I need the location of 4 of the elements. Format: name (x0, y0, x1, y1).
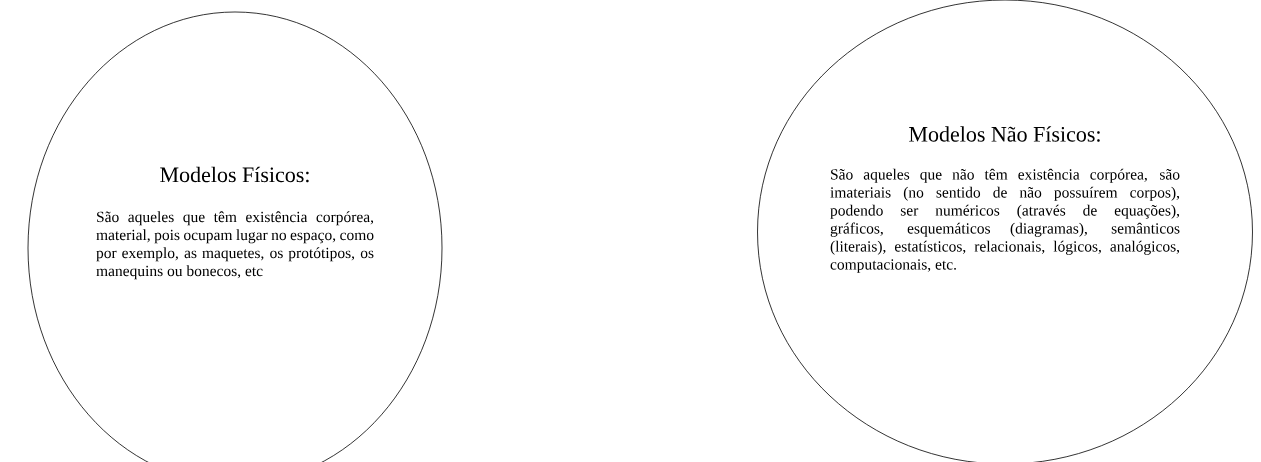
heading: Modelos Não Físicos: (909, 126, 1100, 142)
description: São aqueles que não têm existência corpórea, são imateriais (no sentido de não possuírem corpos), podendo ser numéricos (através de equações), gráficos, esquemáticos (diagramas), semânticos (literais), estatísticos, relacionais, lógicos, analógicos, computacionais, etc. (830, 168, 1180, 273)
description: São aqueles que têm existência corpórea, material, pois ocupam lugar no espaço, como por exemplo, as maquetes, os protótipos, os manequins ou bonecos, etc (96, 211, 374, 280)
heading: Modelos Físicos: (160, 166, 309, 183)
